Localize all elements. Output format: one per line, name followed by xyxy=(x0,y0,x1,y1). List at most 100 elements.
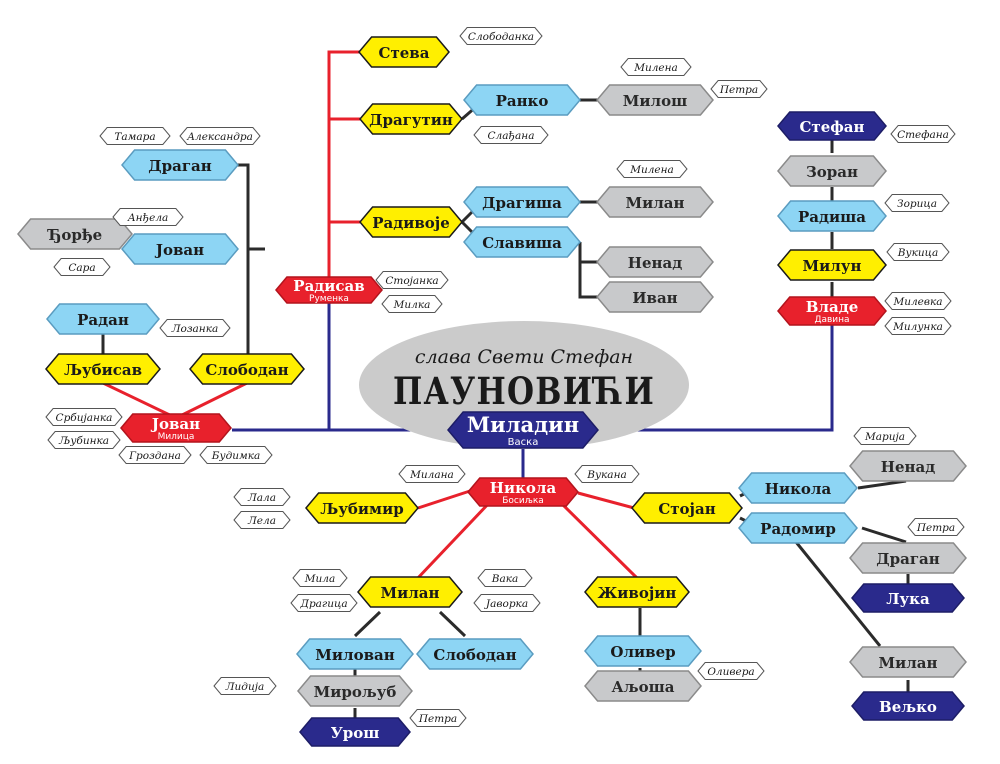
person-name: Зоран xyxy=(806,163,858,181)
person-node-radisa: Радиша xyxy=(777,200,887,232)
person-node-nenad-n: Ненад xyxy=(849,450,967,482)
person-node-dragan-r: Драган xyxy=(849,542,967,574)
person-name: Радивоје xyxy=(372,214,450,232)
family-title: ПАУНОВИЋИ xyxy=(393,369,655,413)
person-node-slavisa: Славиша xyxy=(463,226,581,258)
person-node-luka: Лука xyxy=(851,583,965,613)
person-name: Слободан xyxy=(205,361,288,379)
node-shape xyxy=(121,233,239,265)
person-name: Љубимир xyxy=(320,500,403,518)
person-node-dragan-s: Драган xyxy=(121,149,239,181)
spouse-shape xyxy=(616,160,688,178)
person-node-veljko: Вељко xyxy=(851,691,965,721)
person-node-milos: Милош xyxy=(596,84,714,116)
spouse-tag-lozanka: Лозанка xyxy=(159,319,231,337)
spouse-name: Анђела xyxy=(127,212,169,224)
person-name: Радиша xyxy=(798,208,866,226)
node-shape xyxy=(596,281,714,313)
node-shape xyxy=(777,296,887,326)
spouse-tag-javorka: Јаворка xyxy=(473,594,541,612)
spouse-name: Милевка xyxy=(892,296,942,308)
person-name: Урош xyxy=(331,724,380,742)
spouse-tag-vaka: Вака xyxy=(477,569,533,587)
person-node-ljubisav: Љубисав xyxy=(45,353,161,385)
node-shape xyxy=(584,635,702,667)
person-name: Вељко xyxy=(879,698,937,716)
spouse-shape xyxy=(179,127,261,145)
spouse-name: Петра xyxy=(418,713,457,725)
person-name: Радомир xyxy=(760,520,836,538)
person-node-djordje: Ђорђе xyxy=(17,218,133,250)
spouse-tag-lidija: Лидија xyxy=(213,677,277,695)
person-name: Драган xyxy=(148,157,211,175)
node-shape xyxy=(596,84,714,116)
node-shape xyxy=(851,691,965,721)
person-name: Мирољуб xyxy=(314,683,397,701)
person-name: Љубисав xyxy=(64,361,142,379)
person-name: Милован xyxy=(315,646,394,664)
node-shape xyxy=(447,411,599,449)
person-node-slobodan-m: Слободан xyxy=(416,638,534,670)
node-shape xyxy=(584,670,702,702)
spouse-tags: СлободанкаМиленаПетраСлађанаМиленаСтојан… xyxy=(45,27,965,727)
spouse-name: Вукана xyxy=(586,469,627,481)
spouse-shape xyxy=(697,662,765,680)
spouse-tag-sara: Сара xyxy=(53,258,111,276)
spouse-shape xyxy=(477,569,533,587)
spouse-tag-lala: Лала xyxy=(233,488,291,506)
person-name: Стефан xyxy=(799,118,864,136)
spouse-tag-milena-1: Милена xyxy=(620,58,692,76)
person-name: Јован xyxy=(154,241,204,259)
spouse-name: Милана xyxy=(409,469,454,481)
spouse-tag-budimka: Будимка xyxy=(199,446,273,464)
person-name: Драгутин xyxy=(369,111,453,129)
node-shape xyxy=(777,200,887,232)
spouse-tag-andjela: Анђела xyxy=(112,208,184,226)
spouse-tag-zorica: Зорица xyxy=(884,194,950,212)
person-name: Радисав xyxy=(293,277,364,295)
person-node-nenad-s: Ненад xyxy=(596,246,714,278)
spouse-shape xyxy=(473,594,541,612)
person-name: Стева xyxy=(379,44,430,62)
spouse-name: Милена xyxy=(633,62,678,74)
person-node-zivojin: Живојин xyxy=(584,576,690,608)
person-name: Драгиша xyxy=(482,194,562,212)
node-shape xyxy=(463,84,581,116)
node-shape xyxy=(738,512,858,544)
node-shape xyxy=(416,638,534,670)
person-name: Милун xyxy=(803,257,862,275)
node-shape xyxy=(305,492,419,524)
spouse-tag-mila: Мила xyxy=(292,569,348,587)
person-name: Оливер xyxy=(610,643,675,661)
spouse-shape xyxy=(99,127,171,145)
spouse-tag-vukica: Вукица xyxy=(886,243,950,261)
spouse-shape xyxy=(853,427,917,445)
person-node-radivoje: Радивоје xyxy=(359,206,463,238)
person-name: Аљоша xyxy=(612,678,675,696)
spouse-shape xyxy=(884,292,952,310)
spouse-name: Лидија xyxy=(225,681,264,693)
node-shape xyxy=(463,226,581,258)
spouse-shape xyxy=(459,27,543,45)
spouse-tag-lela: Лела xyxy=(233,511,291,529)
node-shape xyxy=(584,576,690,608)
node-shape xyxy=(631,492,743,524)
spouse-tag-stefana: Стефана xyxy=(890,125,956,143)
person-node-milan-r: Милан xyxy=(849,646,967,678)
node-shape xyxy=(849,542,967,574)
spouse-shape xyxy=(290,594,358,612)
person-name: Владе xyxy=(806,298,859,316)
node-shape xyxy=(467,477,579,507)
spouse-name: Гроздана xyxy=(128,450,181,462)
person-node-steva: Стева xyxy=(358,36,450,68)
spouse-tag-petra-2: Петра xyxy=(409,709,467,727)
spouse-shape xyxy=(213,677,277,695)
spouse-name: Вака xyxy=(491,573,519,585)
spouse-tag-dragica: Драгица xyxy=(290,594,358,612)
node-shape xyxy=(849,646,967,678)
node-shape xyxy=(297,675,413,707)
person-name: Живојин xyxy=(598,584,677,602)
spouse-name: Стефана xyxy=(897,129,949,141)
node-shape xyxy=(45,353,161,385)
